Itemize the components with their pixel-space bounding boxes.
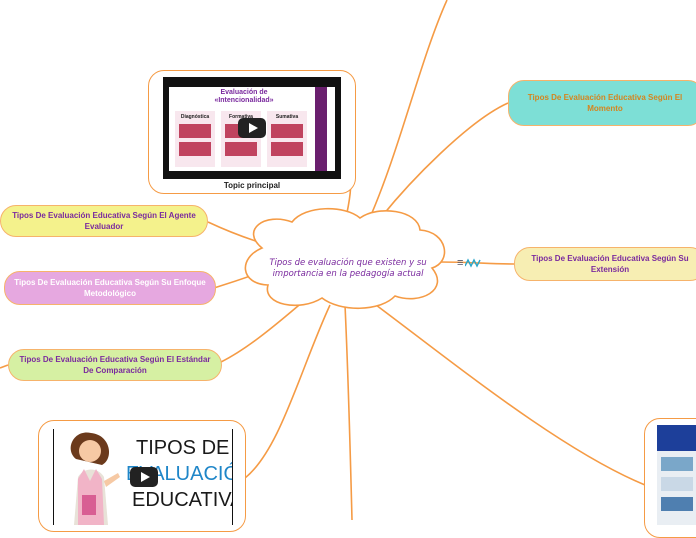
video-caption: Topic principal [149,181,355,190]
video-thumbnail[interactable] [657,425,696,525]
column-block [271,142,303,156]
thumb-block [661,457,693,471]
node-extension[interactable]: Tipos De Evaluación Educativa Según Su E… [514,247,696,281]
teacher-illustration [56,429,126,525]
title-line-3: EDUCATIVA [132,489,233,511]
link-to-top-right [368,0,447,222]
slide-title: Evaluación de «Intencionalidad» [199,89,289,105]
node-momento-label: Tipos De Evaluación Educativa Según El M… [515,92,695,114]
column-block [271,124,303,138]
link-to-video-right [372,302,645,485]
link-to-video-bottom [245,305,330,478]
central-topic[interactable]: Tipos de evaluación que existen y su imp… [268,245,428,293]
column-block [225,142,257,156]
play-icon[interactable] [238,118,266,138]
column-label: Sumativa [267,114,307,120]
slide-side-bar [315,87,327,171]
video-node-bottom[interactable]: TIPOS DE EVALUACIÓN EDUCATIVA [38,420,246,532]
video-thumbnail[interactable]: TIPOS DE EVALUACIÓN EDUCATIVA [53,429,233,525]
node-extension-label: Tipos De Evaluación Educativa Según Su E… [521,253,696,275]
thumb-header [657,425,696,451]
slide-column-1: Diagnóstica [175,111,215,167]
slide-column-3: Sumativa [267,111,307,167]
video-node-top[interactable]: Evaluación de «Intencionalidad» Diagnóst… [148,70,356,194]
node-agente-label: Tipos De Evaluación Educativa Según El A… [9,210,199,232]
menu-lines-icon: ≡ [457,257,463,269]
column-label: Diagnóstica [175,114,215,120]
node-estandar[interactable]: Tipos De Evaluación Educativa Según El E… [8,349,222,381]
link-left-stub [0,365,8,368]
play-icon[interactable] [130,467,158,487]
video-node-right[interactable] [644,418,696,538]
node-agente[interactable]: Tipos De Evaluación Educativa Según El A… [0,205,208,237]
column-block [179,142,211,156]
thumb-block [661,477,693,491]
title-line-1: TIPOS DE [136,437,229,459]
wave-lines-icon [465,258,481,268]
node-enfoque-label: Tipos De Evaluación Educativa Según Su E… [13,277,207,299]
node-estandar-label: Tipos De Evaluación Educativa Según El E… [17,354,213,376]
link-to-bottom [345,305,352,520]
central-badge[interactable]: ≡ [457,256,481,270]
video-thumbnail[interactable]: Evaluación de «Intencionalidad» Diagnóst… [163,77,341,179]
node-enfoque[interactable]: Tipos De Evaluación Educativa Según Su E… [4,271,216,305]
link-to-estandar [221,300,305,362]
node-momento[interactable]: Tipos De Evaluación Educativa Según El M… [508,80,696,126]
link-to-momento [375,103,508,225]
column-block [179,124,211,138]
central-topic-text: Tipos de evaluación que existen y su imp… [268,258,428,280]
thumb-block [661,497,693,511]
